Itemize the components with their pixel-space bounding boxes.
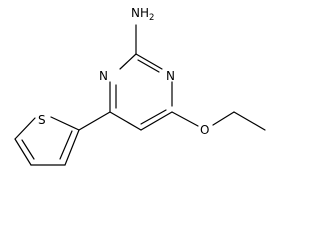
bond-n1-c2 <box>119 53 137 70</box>
thiophene-ring <box>14 116 80 166</box>
bond-c2-s <box>50 116 80 131</box>
bond-s-c5 <box>14 117 36 140</box>
bond-ch2-ch3 <box>233 111 266 131</box>
thiophene-s-label: S <box>38 113 46 127</box>
bond-c3-c2 <box>64 129 80 166</box>
bond-c4-c5-inner <box>140 109 167 125</box>
amine-h-label: H <box>140 6 149 20</box>
ring-n-left-label: N <box>99 69 108 83</box>
bond-c4-c5 <box>140 111 173 131</box>
ring-n-right-label: N <box>166 69 175 83</box>
bond-c3-c2-inner <box>59 130 73 160</box>
chemical-structure: N H 2 N N O S <box>14 6 266 166</box>
ether-o-label: O <box>200 123 209 137</box>
bond-o-ch2 <box>212 111 235 126</box>
bond-c2-n3 <box>135 53 163 70</box>
amine-n-label: N <box>131 6 140 20</box>
bond-c5-c4-inner <box>21 139 35 160</box>
amine-h-count: 2 <box>149 13 154 23</box>
bond-c6-thiophene <box>78 111 111 131</box>
ethoxy-group <box>171 111 266 131</box>
pyrimidine-ring <box>109 53 173 131</box>
bond-c2-n3-inner <box>137 59 160 73</box>
bond-c5-c6 <box>109 111 142 131</box>
bond-c4-o <box>171 111 199 127</box>
bond-c5-c4 <box>14 138 32 166</box>
